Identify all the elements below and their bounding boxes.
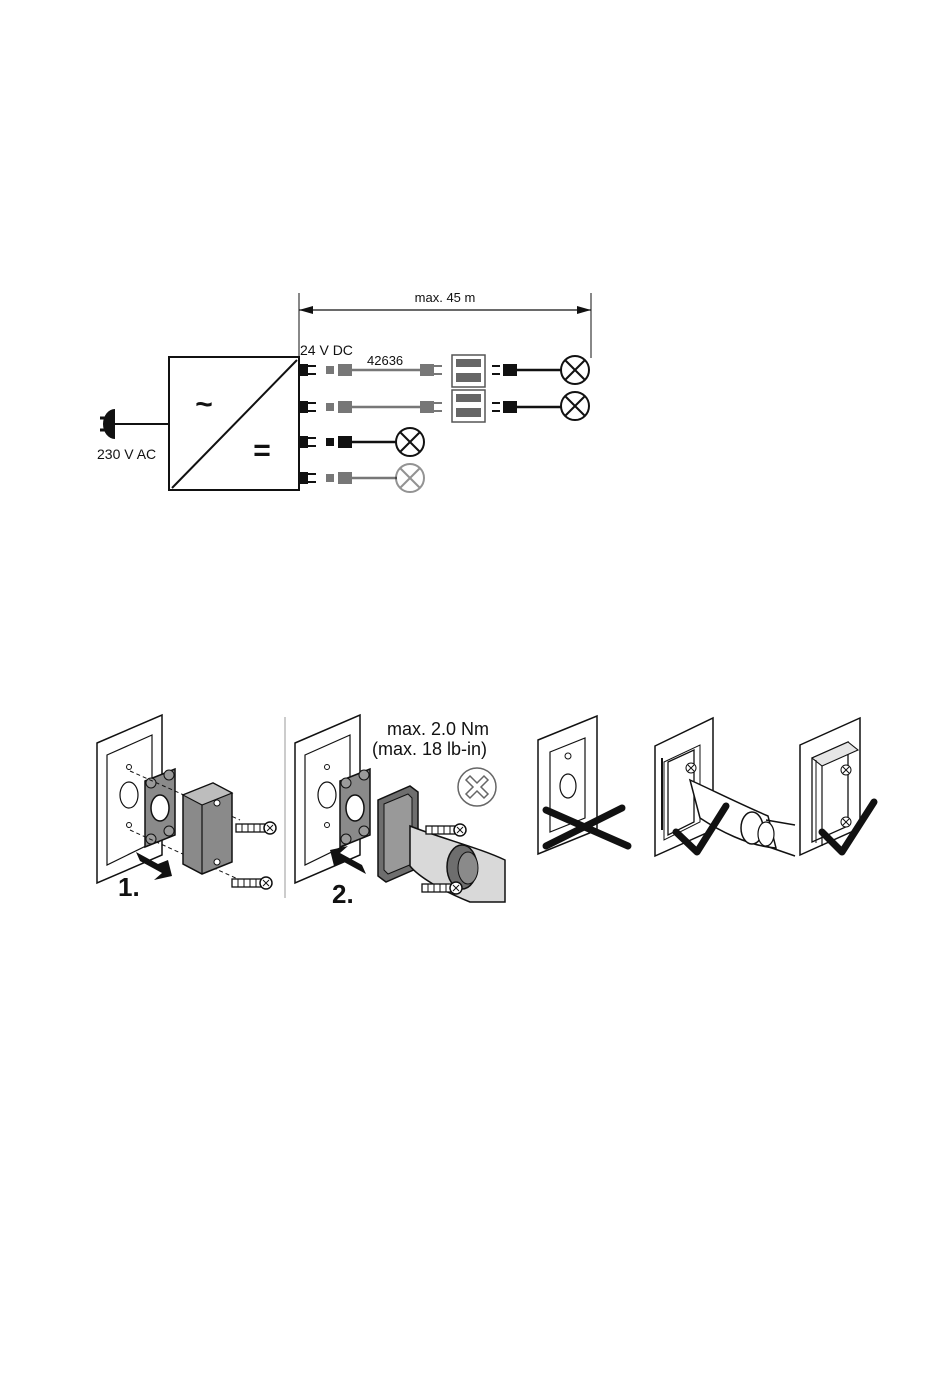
- step-1-label: 1.: [118, 872, 140, 902]
- input-label: 230 V AC: [97, 446, 156, 462]
- wiring-diagram: max. 45 m ~ = 230 V AC 24 V DC 42636: [97, 290, 591, 492]
- output-channel-2: [326, 390, 589, 422]
- power-supply-unit: [169, 357, 299, 490]
- torque-label-imperial: (max. 18 lb-in): [372, 739, 487, 759]
- screw: [236, 822, 276, 834]
- output-channel-1: [326, 355, 589, 387]
- ac-symbol: ~: [195, 388, 213, 421]
- correct-mounting-with-cable: [655, 718, 795, 856]
- phillips-screwdriver-icon: [458, 768, 496, 806]
- cable-label: 42636: [367, 353, 403, 368]
- output-terminals: [299, 364, 316, 484]
- mounting-diagrams: 1. 2. max. 2.0 Nm (max. 18 lb-in): [97, 715, 874, 909]
- screw: [232, 877, 272, 889]
- dc-symbol: =: [253, 434, 271, 467]
- output-channel-3: [326, 428, 424, 456]
- lamp-icon: [396, 428, 424, 456]
- screw: [426, 824, 466, 836]
- output-channel-4: [326, 464, 424, 492]
- wrong-mounting-example: [538, 716, 628, 854]
- output-label: 24 V DC: [300, 342, 353, 358]
- distance-label: max. 45 m: [415, 290, 476, 305]
- lamp-icon: [561, 392, 589, 420]
- power-plug-icon: [100, 409, 169, 439]
- screw: [422, 882, 462, 894]
- correct-mounting-closed: [800, 718, 874, 855]
- lamp-icon: [396, 464, 424, 492]
- lamp-icon: [561, 356, 589, 384]
- torque-label: max. 2.0 Nm: [387, 719, 489, 739]
- step-1-remove-cover: [97, 715, 276, 889]
- step-2-label: 2.: [332, 879, 354, 909]
